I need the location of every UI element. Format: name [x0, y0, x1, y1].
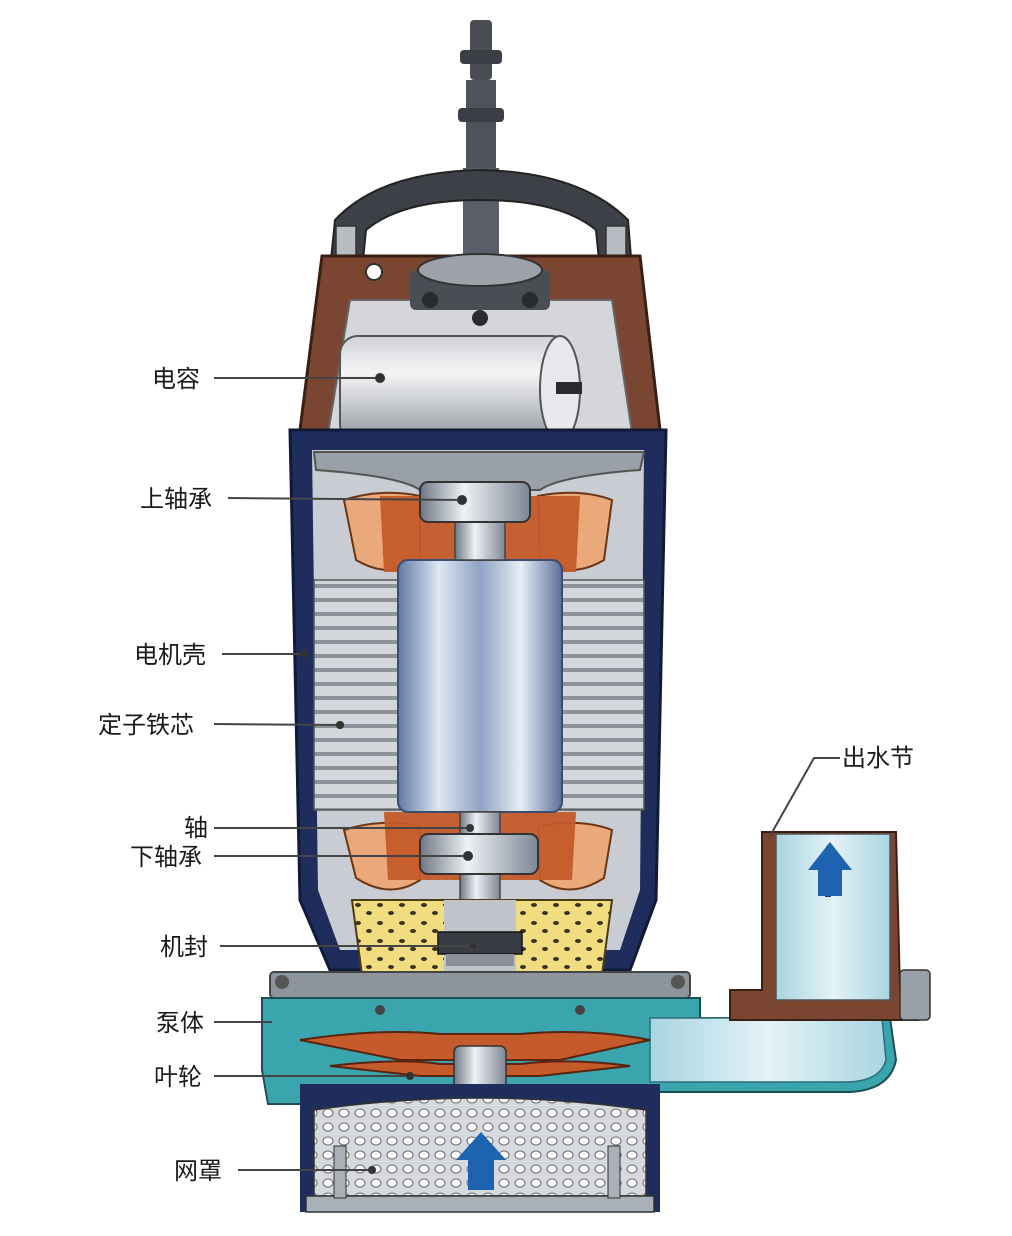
label-motor-housing: 电机壳	[134, 641, 206, 669]
label-shaft: 轴	[184, 814, 208, 842]
label-impeller: 叶轮	[154, 1063, 202, 1091]
leader-dots	[300, 374, 478, 1174]
cable-gland	[458, 20, 504, 258]
outlet-section	[729, 831, 931, 1021]
lower-bearing	[419, 833, 539, 875]
label-pump-body: 泵体	[156, 1009, 204, 1037]
label-mechanical-seal: 机封	[160, 933, 208, 961]
label-upper-bearing: 上轴承	[140, 485, 212, 513]
label-outlet-section: 出水节	[842, 744, 914, 772]
label-capacitor: 电容	[152, 365, 200, 393]
leader-lines	[213, 377, 840, 1171]
label-stator-core: 定子铁芯	[98, 711, 194, 739]
rotor	[397, 559, 563, 813]
label-lower-bearing: 下轴承	[130, 843, 202, 871]
flow-arrow-up-icon	[456, 1132, 506, 1190]
capacitor	[339, 335, 582, 443]
upper-bearing	[419, 481, 531, 523]
mechanical-seal	[437, 931, 523, 966]
stator-core	[313, 579, 645, 811]
label-mesh-cover: 网罩	[174, 1157, 222, 1185]
flow-arrow-up-icon	[808, 842, 852, 897]
